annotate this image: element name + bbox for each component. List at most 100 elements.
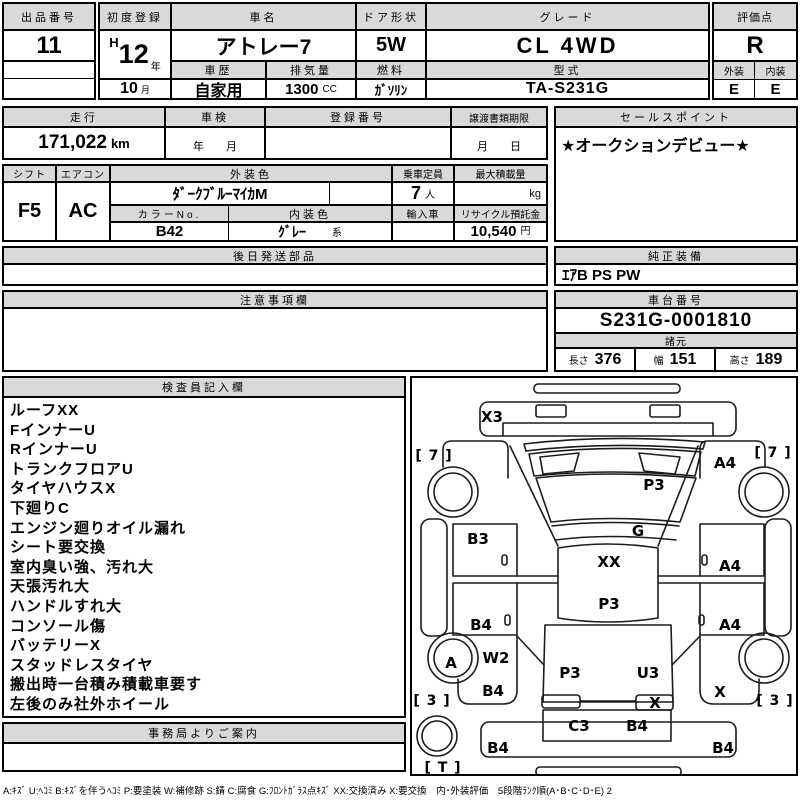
inspector-note: バッテリーX [10,637,102,655]
mileage-unit: km [110,135,130,151]
recycle-header: リサイクル預託金 [455,206,546,223]
history-header: 車歴 [172,62,267,80]
auction-no-blank-1 [4,62,94,79]
diagram-label-door-rear-left: B4 [470,616,492,634]
ext-color-blank [330,183,393,206]
first-reg-era: H [109,35,119,50]
inspector-note: FインナーU [10,421,96,439]
reg-no-header: 登録番号 [266,108,452,128]
grade-value: CL 4WD [427,31,708,62]
color-no-value: B42 [111,223,229,240]
capacity-number: 7 [410,183,421,203]
int-color-unit: 系 [332,228,342,239]
office-box: 事務局よりご案内 [2,722,406,772]
displacement-header: 排気量 [267,62,357,80]
mileage-value: 171,022 km [4,128,166,158]
spec-height-cell: 高さ 189 [716,349,796,370]
diagram-label-bumper-rear-left: B4 [487,739,509,757]
sales-point-box: セールスポイント ★オークションデビュー★ [554,106,798,242]
width-value: 151 [669,350,697,368]
spec-width-cell: 幅 151 [636,349,716,370]
length-label: 長さ [568,356,589,367]
transfer-value: 月 日 [477,141,521,153]
inspector-note: ルーフXX [10,402,80,419]
chassis-box: 車台番号 S231G-0001810 諸元 長さ 376 幅 151 高さ 18… [554,290,798,372]
diagram-label-tailgate-lower-left: C3 [568,717,589,735]
model-header: 型式 [427,62,708,80]
diagram-label-roof-center: XX [597,553,621,571]
diagram-label-door-rear-right: A4 [719,616,741,634]
inspector-note: 室内臭い強、汚れ大 [10,558,155,576]
first-reg-month-unit: 月 [140,85,150,95]
displacement-number: 1300 [285,80,319,98]
diagram-label-front-panel: X3 [481,408,503,426]
inspector-note: 天張汚れ大 [10,578,91,596]
spec-length-cell: 長さ 376 [556,349,636,370]
auction-no-blank-2 [4,79,94,98]
diagram-label-door-front-left: B3 [467,530,489,548]
history-value: 自家用 [172,80,267,98]
score-box: 評価点 R 外装 内装 E E [712,2,798,100]
capacity-unit: 人 [425,190,435,201]
inspector-note: コンソール傷 [10,617,107,635]
score-value: R [714,31,796,62]
inspector-note: ハンドルすれ大 [10,597,123,615]
interior-grade: E [770,80,781,98]
exterior-header: 外装 [714,62,755,80]
length-value: 376 [594,350,622,368]
diagram-label-tire-front-right: [ 7 ] [754,445,791,461]
diagram-label-wheel-rear-left: A [445,654,457,672]
auction-no-header: 出品番号 [4,4,94,31]
inspector-header: 検査員記入欄 [4,378,404,398]
color-no-header: カラーNo. [111,206,229,223]
equipment-value: ｴｱB PS PW [562,267,641,284]
office-value [4,744,404,770]
diagram-label-windshield: P3 [643,476,664,494]
inspector-note: シート要交換 [10,539,107,557]
damage-labels: X3 [ 7 ] [ 7 ] A4 P3 G B3 XX A4 P3 B4 A4… [413,408,793,776]
damage-diagram-box: X3 [ 7 ] [ 7 ] A4 P3 G B3 XX A4 P3 B4 A4… [410,376,798,777]
diagram-label-quarter-left-upper: W2 [483,649,510,667]
caution-value [4,309,546,370]
import-header: 輸入車 [393,206,455,223]
inspector-note: エンジン廻りオイル漏れ [10,519,187,537]
interior-header: 内装 [755,62,796,80]
diagram-label-tire-rear-right: [ 3 ] [756,693,793,709]
ext-color-header: 外装色 [111,166,393,183]
max-load-value: kg [455,183,546,206]
inspector-note: タイヤハウスX [10,480,117,498]
int-color-name: ｸﾞﾚｰ [278,223,306,240]
specs-header: 諸元 [556,334,796,349]
door-shape-header: ドア形状 [357,4,427,31]
door-shape-value: 5W [357,31,427,62]
int-color-header: 内装色 [229,206,393,223]
later-parts-value [4,265,546,284]
mileage-header: 走行 [4,108,166,128]
first-reg-header: 初度登録 [100,4,172,31]
fuel-header: 燃料 [357,62,427,80]
inspector-notes-list: ルーフXX FインナーU RインナーU トランクフロアU タイヤハウスX 下廻り… [4,398,404,716]
first-reg-year: 12 [118,39,149,69]
diagram-label-quarter-left: B4 [482,682,504,700]
office-header: 事務局よりご案内 [4,724,404,744]
sales-point-text: ★オークションデビュー★ [561,138,750,155]
diagram-label-tailgate-left: P3 [559,664,580,682]
displacement-value: 1300 CC [267,80,357,98]
first-reg-year-unit: 年 [150,62,161,73]
vehicle-header-table: 初度登録 車名 ドア形状 グレード H 12 年 10 月 アトレー7 5W C… [98,2,710,100]
inspector-note: RインナーU [10,441,98,459]
shift-header: シフト [4,166,57,183]
diagram-label-front-glass: G [632,522,644,540]
later-parts-box: 後日発送部品 [2,246,548,286]
equipment-box: 純正装備 ｴｱB PS PW [554,246,798,286]
diagram-label-spare-tire: [ T ] [424,760,461,774]
height-label: 高さ [729,356,750,367]
auction-no-value: 11 [4,31,94,62]
ext-color-value: ﾀﾞｰｸﾌﾞﾙｰﾏｲｶM [111,183,330,206]
diagram-label-taillight-right: X [649,694,661,712]
caution-box: 注意事項欄 [2,290,548,372]
sales-point-header: セールスポイント [556,108,796,128]
shaken-value: 年 月 [166,128,266,158]
color-row: シフト エアコン 外装色 乗車定員 最大積載量 F5 AC ﾀﾞｰｸﾌﾞﾙｰﾏｲ… [2,164,548,242]
recycle-unit: 円 [520,226,531,237]
